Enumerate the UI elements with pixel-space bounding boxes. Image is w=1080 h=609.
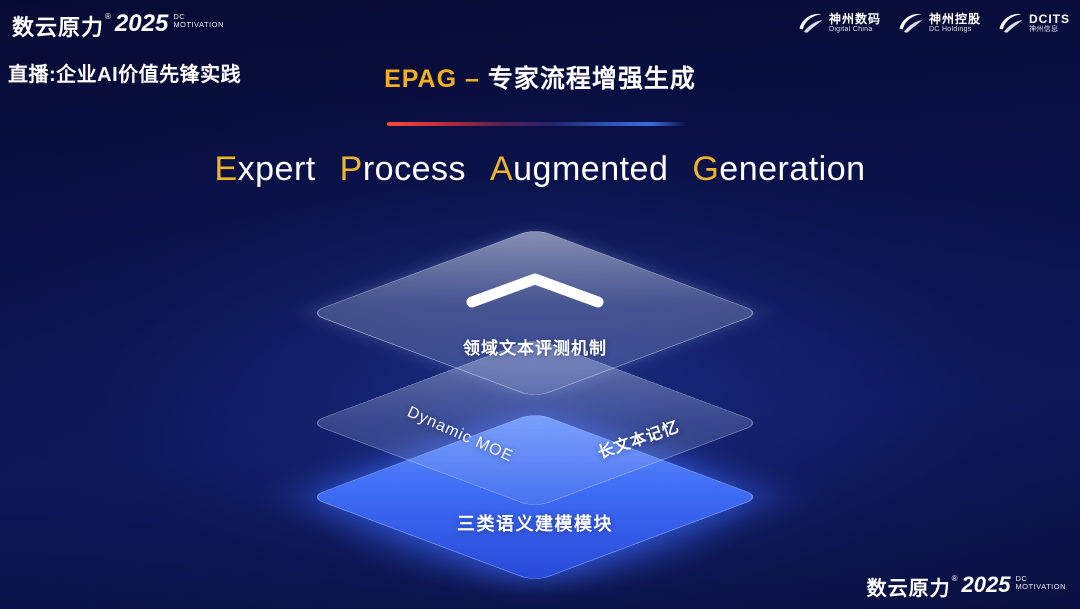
top-layer-plate (308, 228, 762, 398)
heading-rest: ugmented (513, 150, 669, 188)
partner-logo-digital-china: 神州数码 Digital China (797, 10, 881, 37)
heading-word: Generation (692, 150, 865, 188)
heading-word: Augmented (490, 150, 668, 188)
page-title: EPAG –专家流程增强生成 (0, 59, 1080, 95)
brand-logo-bottom-right: 数云原力 ® 2025 DC MOTIVATION (867, 572, 1066, 601)
brand-logo-top-left: 数云原力 ® 2025 DC MOTIVATION (12, 10, 224, 42)
partner-subtitle: 神州信息 (1029, 26, 1059, 34)
brand-tagline: DC MOTIVATION (1015, 575, 1066, 591)
main-heading: Expert Process Augmented Generation (0, 150, 1080, 189)
heading-word: Process (340, 150, 466, 188)
brand-tag-bottom: MOTIVATION (173, 19, 224, 29)
partner-name: DCITS (1029, 11, 1070, 26)
bottom-layer-label: 三类语义建模模块 (457, 514, 613, 534)
partner-logo-text: 神州控股 DC Holdings (928, 11, 981, 35)
brand-name: 数云原力 (866, 578, 951, 600)
page-title-text: 专家流程增强生成 (487, 65, 696, 93)
swoosh-icon (899, 13, 923, 33)
brand-tagline: DC MOTIVATION (173, 13, 224, 29)
registered-mark: ® (951, 574, 958, 583)
heading-initial: P (339, 150, 363, 188)
partner-logo-text: 神州数码 Digital China (828, 11, 881, 35)
partner-logos: 神州数码 Digital China 神州控股 DC Holdings DCIT… (797, 10, 1070, 37)
chevron-up-icon (466, 273, 604, 308)
brand-year: 2025 (961, 572, 1011, 597)
partner-logo-text: DCITS 神州信息 (1029, 11, 1070, 35)
heading-rest: xpert (237, 150, 316, 188)
partner-subtitle: Digital China (828, 26, 873, 34)
layer-stack-diagram: 领域文本评测机制 Dynamic MOE 长文本记忆 三类语义建模模块 (245, 228, 825, 609)
heading-initial: G (692, 150, 720, 188)
heading-rest: rocess (362, 150, 466, 188)
brand-tag-top: DC (1015, 574, 1028, 583)
brand-tag-bottom: MOTIVATION (1015, 581, 1066, 591)
registered-mark: ® (105, 12, 111, 21)
partner-logo-dcits: DCITS 神州信息 (997, 10, 1070, 37)
heading-rest: eneration (719, 150, 866, 188)
top-layer-label: 领域文本评测机制 (463, 339, 607, 358)
partner-name: 神州数码 (828, 11, 881, 26)
brand-name: 数云原力 (12, 15, 105, 40)
heading-initial: A (489, 150, 514, 188)
heading-word: Expert (214, 150, 315, 188)
heading-initial: E (214, 150, 238, 188)
page-title-accent: EPAG – (384, 65, 480, 93)
brand-year: 2025 (114, 10, 169, 37)
partner-name: 神州控股 (928, 11, 981, 26)
partner-subtitle: DC Holdings (928, 26, 972, 34)
brand-tag-top: DC (173, 12, 186, 21)
swoosh-icon (799, 13, 823, 33)
partner-logo-dc-holdings: 神州控股 DC Holdings (897, 10, 981, 37)
swoosh-icon (999, 13, 1023, 33)
title-divider (387, 122, 687, 126)
live-stream-label: 直播:企业AI价值先锋实践 (8, 64, 242, 86)
